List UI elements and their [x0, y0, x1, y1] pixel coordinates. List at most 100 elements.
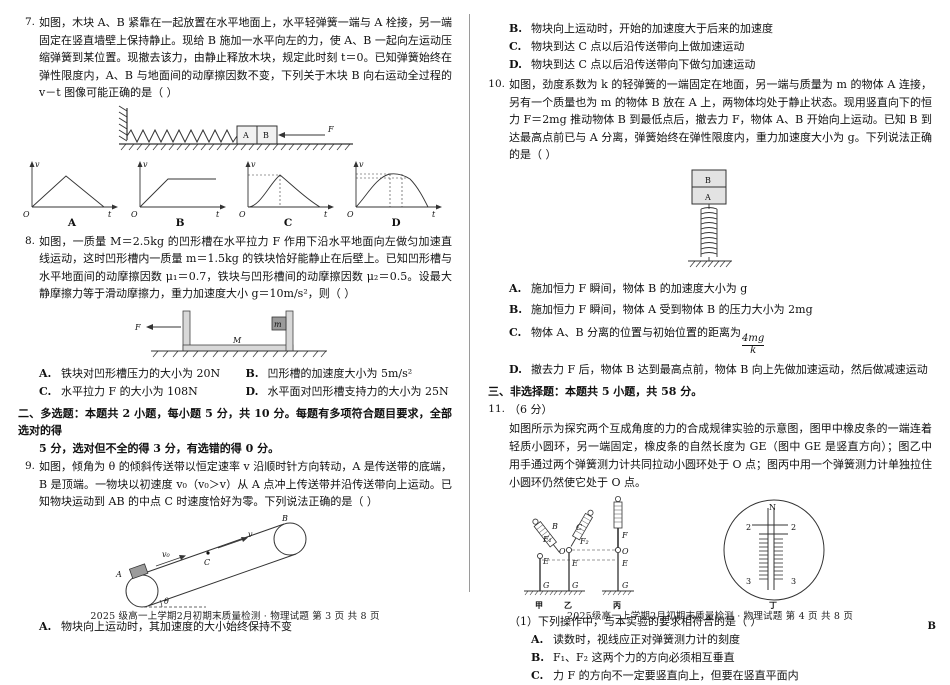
q9-point-b: B	[281, 514, 288, 523]
q8-force-label: F	[134, 323, 141, 332]
panel-yi: O E G	[532, 509, 594, 610]
question-8-options-row-2: C. 水平拉力 F 的大小为 108N D. 水平面对凹形槽支持力的大小为 25…	[39, 383, 452, 401]
left-column: 7. 如图，木块 A、B 紧靠在一起放置在水平地面上，水平轻弹簧一端与 A 栓接…	[0, 0, 470, 646]
right-column: B. 物块向上运动时，开始的加速度大于后来的加速度 C. 物块到达 C 点以后沿…	[470, 0, 950, 682]
q10-block-a-label: A	[704, 193, 711, 202]
question-11-score: （6 分）	[509, 402, 553, 416]
question-11-text: 如图所示为探究两个互成角度的力的合成规律实验的示意图，图甲中橡皮条的一端连着轻质…	[509, 422, 933, 489]
question-11-sub-option-a[interactable]: A. 读数时，视线应正对弹簧测力计的刻度	[531, 631, 932, 649]
svg-text:O: O	[239, 210, 246, 219]
option-text: 施加恒力 F 瞬间，物体 A 受到物体 B 的压力大小为 2mg	[531, 302, 813, 316]
q7-figure: A B F	[18, 104, 452, 154]
option-letter: B.	[245, 366, 259, 380]
option-letter: B.	[531, 651, 545, 664]
q8-block-label: m	[274, 320, 282, 329]
gauge-tick-left-2: 2	[746, 523, 751, 532]
option-letter: D.	[509, 363, 522, 376]
question-10-number: 10.	[488, 78, 505, 90]
option-text: 物块到达 C 点以后沿传送带向下做匀加速运动	[531, 58, 756, 71]
graph-caption-a: A	[67, 216, 77, 229]
question-9-option-c[interactable]: C. 物块到达 C 点以后沿传送带向上做加速运动	[509, 38, 932, 56]
question-8-option-d[interactable]: D. 水平面对凹形槽支持力的大小为 25N	[246, 383, 453, 401]
svg-text:O: O	[23, 210, 30, 219]
svg-text:t: t	[108, 210, 112, 219]
option-text: 物块到达 C 点以后沿传送带向上做加速运动	[531, 40, 745, 53]
q9-v0-label: v₀	[162, 550, 171, 559]
question-9-option-a[interactable]: A. 物块向上运动时，其加速度的大小始终保持不变	[39, 618, 452, 636]
question-7: 7. 如图，木块 A、B 紧靠在一起放置在水平地面上，水平轻弹簧一端与 A 栓接…	[18, 14, 452, 102]
question-9-option-b[interactable]: B. 物块向上运动时，开始的加速度大于后来的加速度	[509, 20, 932, 38]
svg-text:G: G	[622, 581, 629, 590]
q9-figure: v₀ C v A B θ	[78, 513, 452, 618]
q9-point-a: A	[115, 570, 122, 579]
question-9-option-a-row: A. 物块向上运动时，其加速度的大小始终保持不变	[39, 618, 452, 636]
option-text: 读数时，视线应正对弹簧测力计的刻度	[553, 633, 740, 646]
panel-label-yi: 乙	[564, 600, 572, 610]
graph-caption-d: D	[391, 216, 401, 229]
svg-text:O: O	[131, 210, 138, 219]
option-letter: C.	[509, 325, 522, 339]
graph-B: v t O	[131, 160, 226, 219]
question-11-sub-option-c[interactable]: C. 力 F 的方向不一定要竖直向上，但要在竖直平面内	[531, 667, 932, 685]
question-9-option-b-row: B. 物块向上运动时，开始的加速度大于后来的加速度	[509, 20, 932, 38]
option-letter: C.	[531, 669, 544, 682]
panel-ding: N	[723, 499, 825, 610]
question-10-option-b-row: B. 施加恒力 F 瞬间，物体 A 受到物体 B 的压力大小为 2mg	[509, 301, 932, 319]
panel-label-bing: 丙	[613, 600, 621, 610]
graph-A: v t O	[23, 160, 118, 219]
option-letter: A.	[531, 633, 544, 646]
question-8-options-row-1: A. 铁块对凹形槽压力的大小为 20N B. 凹形槽的加速度大小为 5m/s²	[39, 365, 452, 383]
graph-caption-c: C	[283, 216, 293, 229]
question-9-text: 如图，倾角为 θ 的倾斜传送带以恒定速率 v 沿顺时针方向转动，A 是传送带的底…	[39, 460, 452, 508]
question-11-sub-1: （1）下列操作中，与本实验的要求相符合的是（ ）	[509, 615, 762, 628]
page-corner-mark: B	[927, 621, 936, 632]
svg-text:N: N	[769, 503, 776, 512]
question-7-number: 7.	[24, 16, 35, 28]
svg-text:t: t	[324, 210, 328, 219]
svg-text:E: E	[621, 559, 628, 568]
option-text: 物块向上运动时，开始的加速度大于后来的加速度	[531, 22, 773, 35]
question-10-option-d-row: D. 撤去力 F 后，物体 B 达到最高点前，物体 B 向上先做加速运动，然后做…	[509, 361, 932, 379]
question-8-option-a[interactable]: A. 铁块对凹形槽压力的大小为 20N	[39, 365, 246, 383]
question-10-option-a[interactable]: A. 施加恒力 F 瞬间，物体 B 的加速度大小为 g	[509, 280, 932, 298]
option-letter: C.	[39, 384, 52, 398]
q7-block-b-label: B	[263, 131, 269, 140]
panel-label-ding: 丁	[769, 600, 777, 610]
svg-text:v: v	[251, 160, 256, 169]
graph-caption-b: B	[175, 216, 185, 229]
option-text: 施加恒力 F 瞬间，物体 B 的加速度大小为 g	[531, 281, 748, 295]
gauge-tick-left-3: 3	[746, 577, 751, 586]
gauge-tick-right-3: 3	[791, 577, 796, 586]
svg-text:G: G	[572, 581, 579, 590]
question-10-option-a-row: A. 施加恒力 F 瞬间，物体 B 的加速度大小为 g	[509, 280, 932, 298]
question-10-option-b[interactable]: B. 施加恒力 F 瞬间，物体 A 受到物体 B 的压力大小为 2mg	[509, 301, 932, 319]
svg-text:E: E	[542, 557, 549, 566]
fraction-numerator: 4mg	[742, 333, 765, 344]
question-9-option-d[interactable]: D. 物块到达 C 点以后沿传送带向下做匀加速运动	[509, 56, 932, 74]
question-8: 8. 如图，一质量 M＝2.5kg 的凹形槽在水平拉力 F 作用下沿水平地面向左…	[18, 233, 452, 303]
q10-figure: B A	[488, 166, 932, 278]
section-3-heading: 三、非选择题：本题共 5 小题，共 58 分。	[488, 385, 703, 398]
question-11-sub-option-b[interactable]: B. F₁、F₂ 这两个力的方向必须相互垂直	[531, 649, 932, 667]
q9-v-label: v	[248, 530, 253, 539]
q8-figure: m F M	[18, 305, 452, 363]
label-B: B	[551, 522, 558, 531]
label-F2: F₂	[579, 537, 589, 546]
question-10-option-d[interactable]: D. 撤去力 F 后，物体 B 达到最高点前，物体 B 向上先做加速运动，然后做…	[509, 361, 932, 379]
svg-text:v: v	[35, 160, 40, 169]
question-9-number: 9.	[24, 460, 35, 472]
option-letter: D.	[245, 384, 259, 398]
q8-trough-label: M	[232, 336, 242, 345]
option-letter: A.	[509, 281, 522, 295]
question-10: 10. 如图，劲度系数为 k 的轻弹簧的一端固定在地面，另一端与质量为 m 的物…	[488, 76, 932, 164]
question-8-option-b[interactable]: B. 凹形槽的加速度大小为 5m/s²	[246, 365, 453, 383]
svg-text:O: O	[622, 547, 629, 556]
svg-text:t: t	[216, 210, 220, 219]
question-8-option-c[interactable]: C. 水平拉力 F 的大小为 108N	[39, 383, 246, 401]
label-F: F	[621, 531, 628, 540]
section-2-heading: 二、多选题：本题共 2 小题，每小题 5 分，共 10 分。每题有多项符合题目要…	[18, 405, 452, 458]
